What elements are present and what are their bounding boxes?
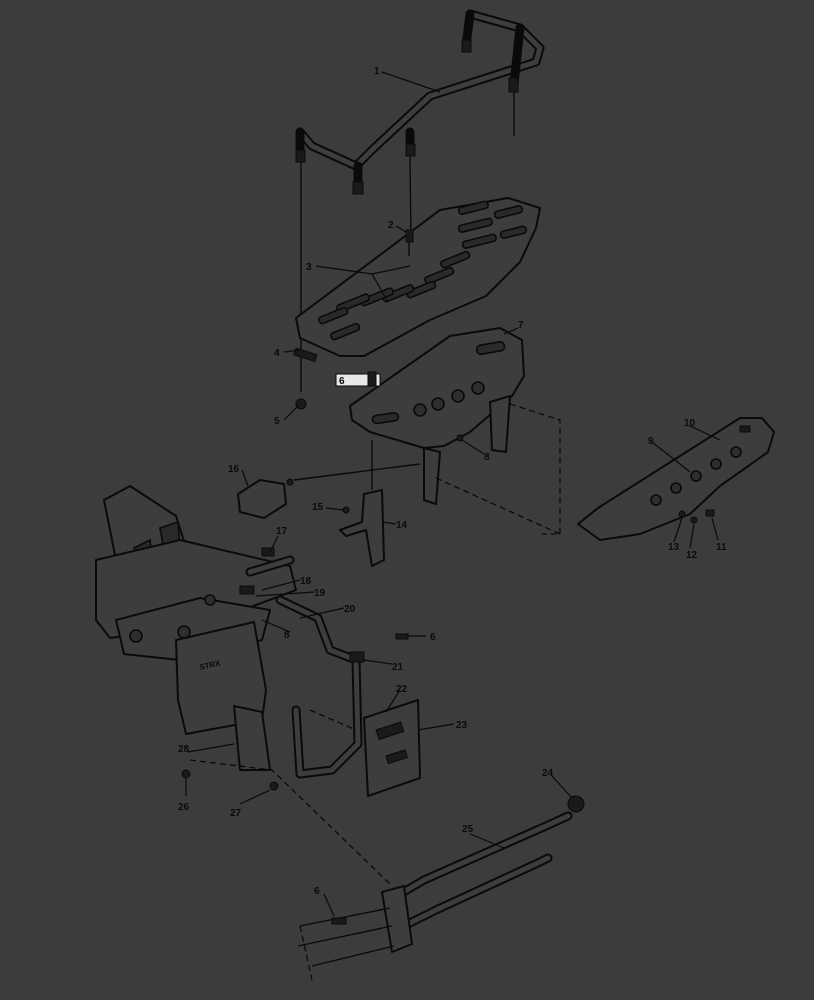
- callout-26: 26: [178, 802, 190, 813]
- callout-11: 11: [716, 542, 727, 553]
- callout-21: 21: [392, 662, 404, 673]
- callout-16: 16: [228, 464, 240, 475]
- plate-slots: [318, 200, 528, 341]
- callout-2: 2: [388, 220, 394, 231]
- hardware-bolts-lower: [181, 709, 391, 885]
- frame-decal-text: STRX: [199, 659, 222, 672]
- part-21-tow-bar: [275, 595, 409, 779]
- callout-24: 24: [542, 768, 554, 779]
- callout-labels: 1 2 3 4 5 6 7 8 9 10 11 12 13 14 15 16 1…: [178, 66, 727, 897]
- callout-23: 23: [456, 720, 468, 731]
- callout-19: 19: [314, 588, 326, 599]
- callout-20: 20: [344, 604, 356, 615]
- part-16-reflector: [237, 463, 421, 519]
- callout-9: 9: [648, 436, 654, 447]
- callout-13: 13: [668, 542, 680, 553]
- part-3-rack-plate: [295, 197, 541, 357]
- callout-6c: 6: [314, 886, 320, 897]
- callout-25: 25: [462, 824, 474, 835]
- callout-18: 18: [300, 576, 312, 587]
- part-1-grab-rail: [295, 9, 545, 392]
- callout-8b: 8: [284, 630, 290, 641]
- callout-4: 4: [274, 348, 280, 359]
- callout-10: 10: [684, 418, 696, 429]
- part-25-front-bumper: [297, 795, 585, 981]
- part-7-rack-bracket: [349, 327, 525, 505]
- callout-6a: 6: [339, 376, 345, 387]
- callout-28: 28: [178, 744, 190, 755]
- callout-27: 27: [230, 808, 242, 819]
- callout-8a: 8: [484, 452, 490, 463]
- part-23-mud-flap: [363, 699, 421, 797]
- callout-17: 17: [276, 526, 288, 537]
- hardware-bolt-6: [335, 371, 381, 387]
- callout-14: 14: [396, 520, 408, 531]
- callout-3: 3: [306, 262, 312, 273]
- callout-1: 1: [374, 66, 380, 77]
- part-10-rear-bumper: [577, 417, 775, 541]
- callout-12: 12: [686, 550, 698, 561]
- leader-lines: [185, 71, 721, 917]
- callout-22: 22: [396, 684, 408, 695]
- callout-7: 7: [518, 320, 524, 331]
- callout-6b: 6: [430, 632, 436, 643]
- hardware-bolts-upper: [293, 229, 414, 410]
- callout-5: 5: [274, 416, 280, 427]
- callout-15: 15: [312, 502, 324, 513]
- frame-assembly: STRX: [95, 485, 297, 771]
- part-14-mount-bracket: [339, 440, 385, 567]
